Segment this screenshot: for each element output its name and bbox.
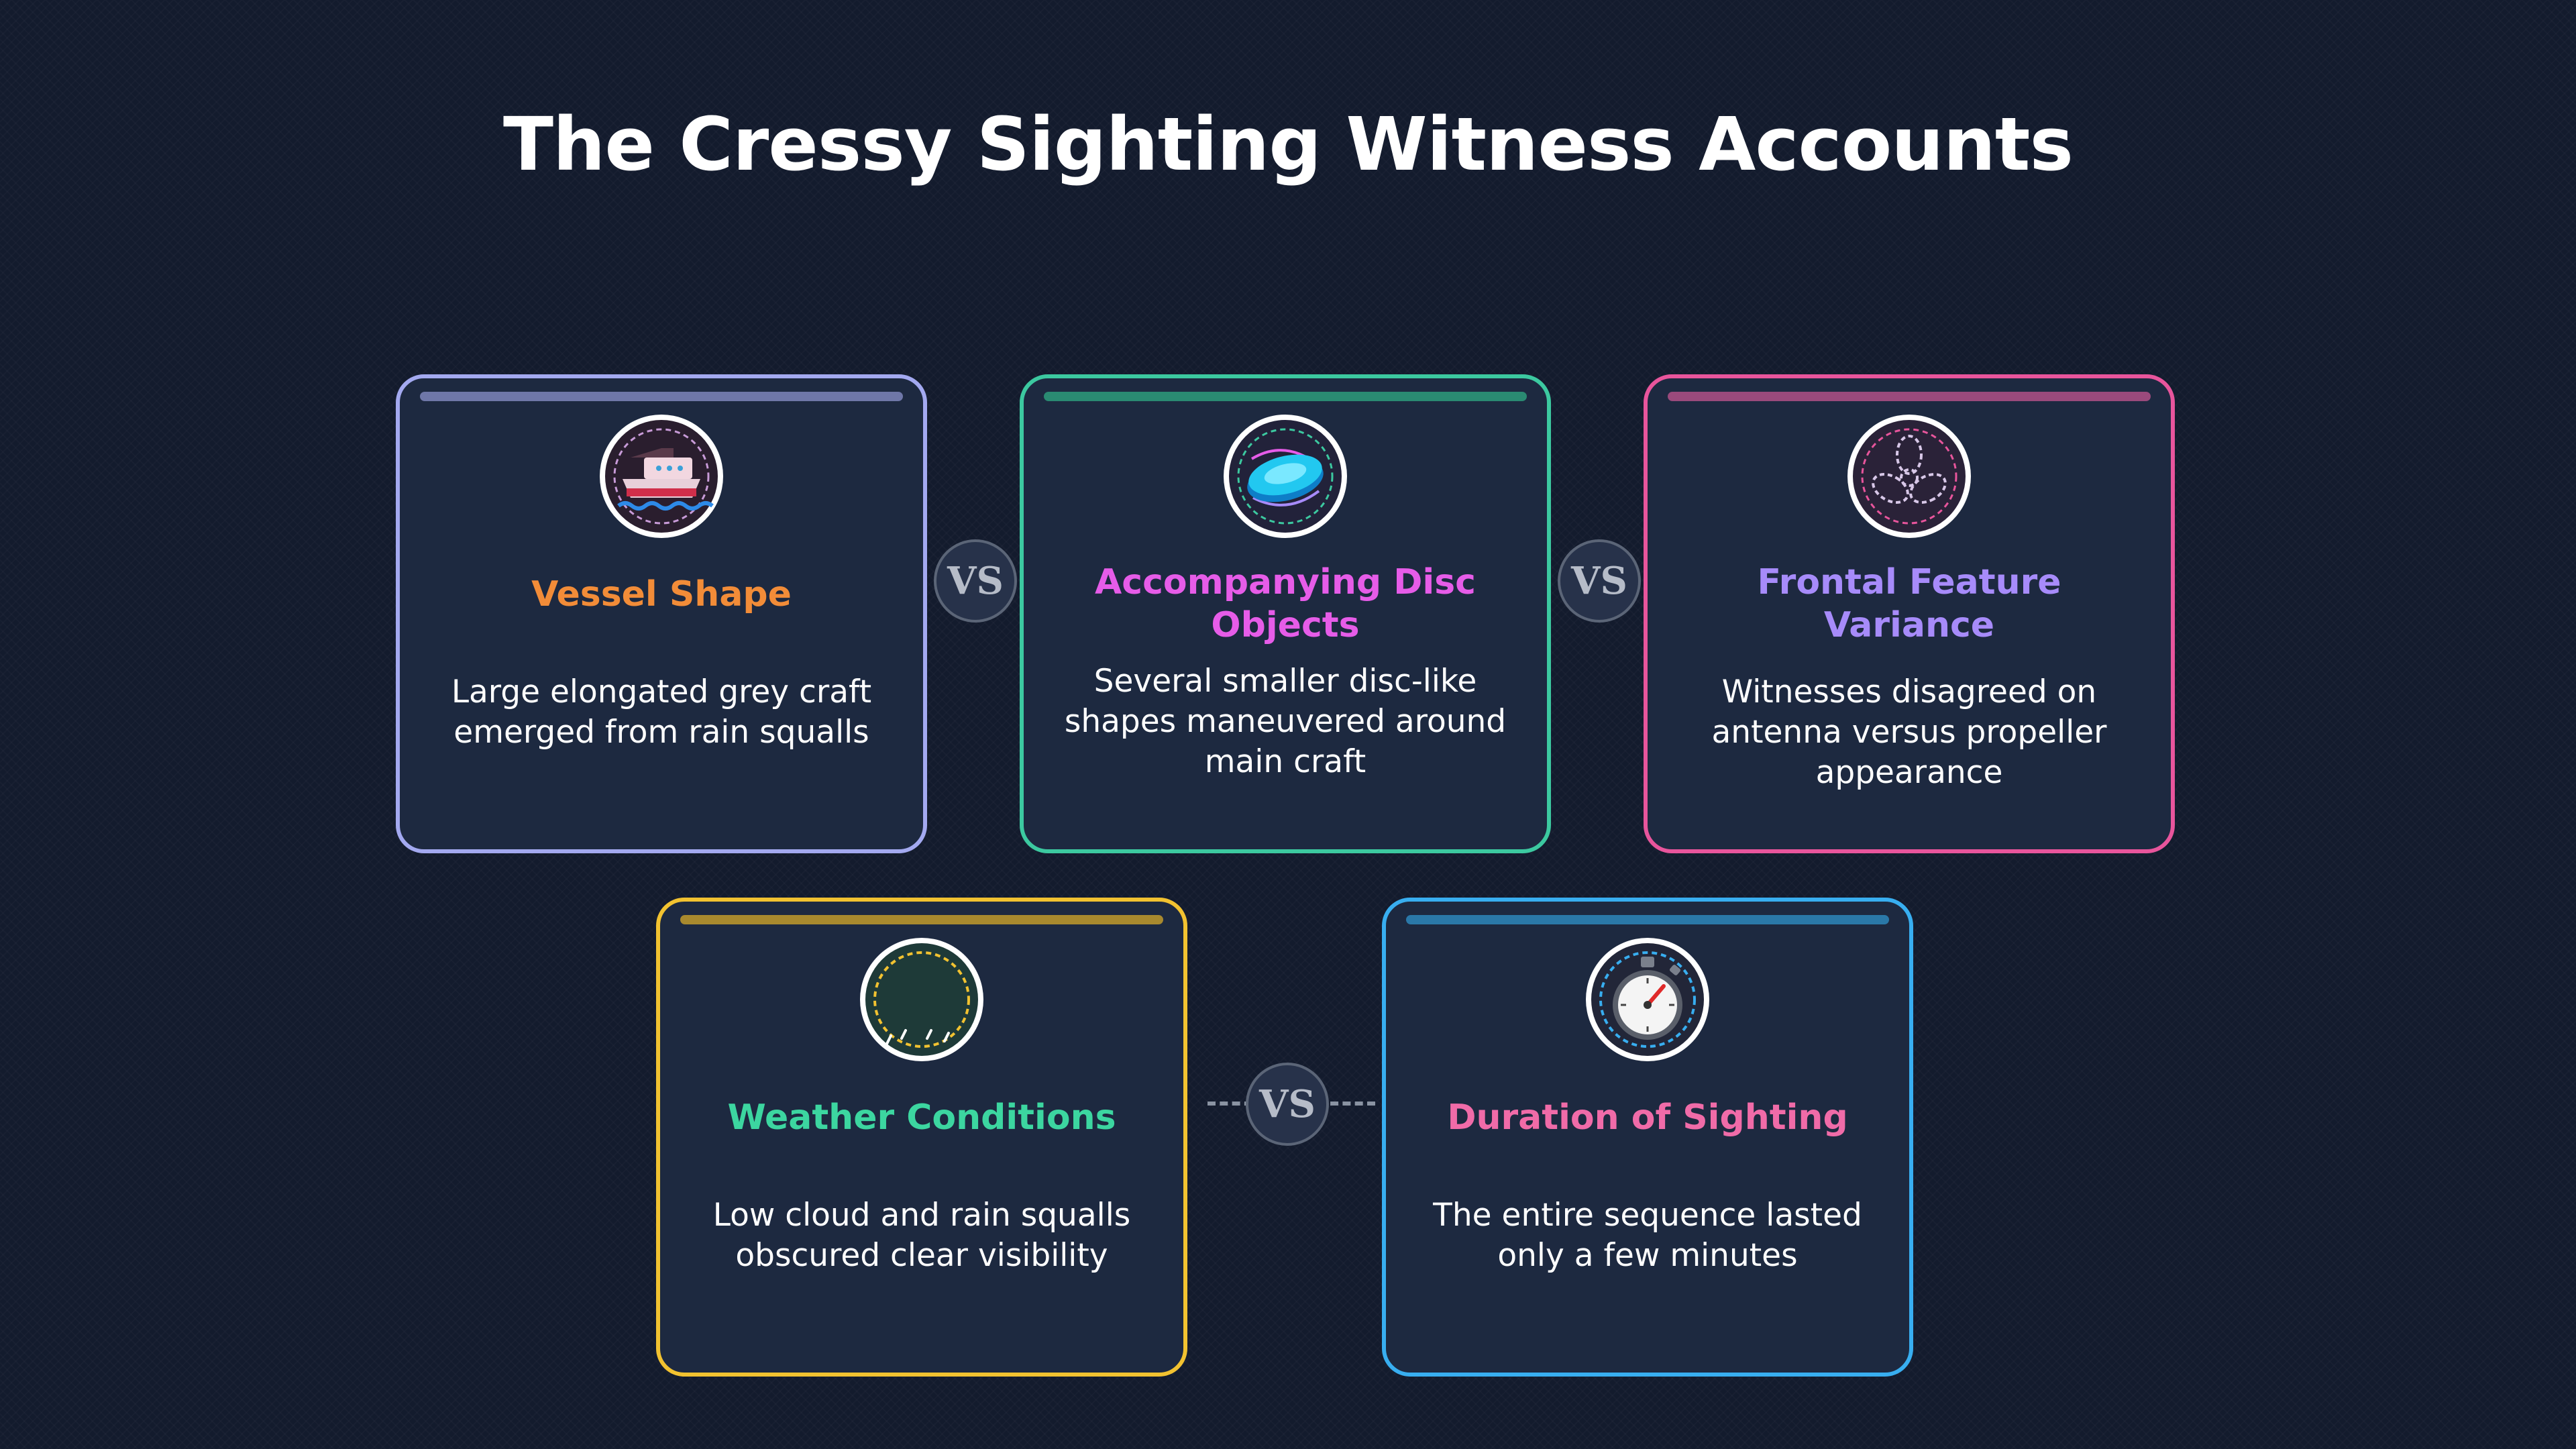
card-accent-bar <box>420 392 903 401</box>
vs-badge: VS <box>1246 1063 1329 1146</box>
card-description: Several smaller disc-like shapes maneuve… <box>1064 663 1507 780</box>
page-title: The Cressy Sighting Witness Accounts <box>503 101 2074 187</box>
stopwatch-icon <box>1586 938 1709 1061</box>
card-description: The entire sequence lasted only a few mi… <box>1433 1197 1862 1274</box>
vs-badge: VS <box>934 539 1017 623</box>
card-title: Vessel Shape <box>531 574 792 614</box>
card-title: Duration of Sighting <box>1447 1097 1848 1138</box>
vs-badge: VS <box>1558 539 1641 623</box>
ship-icon <box>600 415 723 538</box>
card-title: Weather Conditions <box>727 1097 1116 1138</box>
card-title: Accompanying Disc Objects <box>1095 562 1476 645</box>
card-description: Witnesses disagreed on antenna versus pr… <box>1711 674 2107 791</box>
card-weather-conditions: Weather Conditions Low cloud and rain sq… <box>656 898 1187 1377</box>
card-description: Low cloud and rain squalls obscured clea… <box>712 1197 1131 1274</box>
card-description: Large elongated grey craft emerged from … <box>451 674 872 751</box>
card-accent-bar <box>680 915 1163 924</box>
card-title: Frontal Feature Variance <box>1757 562 2061 645</box>
card-vessel-shape: Vessel Shape Large elongated grey craft … <box>396 374 927 853</box>
card-accent-bar <box>1406 915 1889 924</box>
card-accent-bar <box>1668 392 2151 401</box>
card-frontal-feature-variance: Frontal Feature Variance Witnesses disag… <box>1644 374 2175 853</box>
rain-cloud-icon <box>860 938 983 1061</box>
propeller-icon <box>1847 415 1971 538</box>
disc-icon <box>1224 415 1347 538</box>
card-accent-bar <box>1044 392 1527 401</box>
card-duration-of-sighting: Duration of Sighting The entire sequence… <box>1382 898 1913 1377</box>
card-accompanying-disc-objects: Accompanying Disc Objects Several smalle… <box>1020 374 1551 853</box>
